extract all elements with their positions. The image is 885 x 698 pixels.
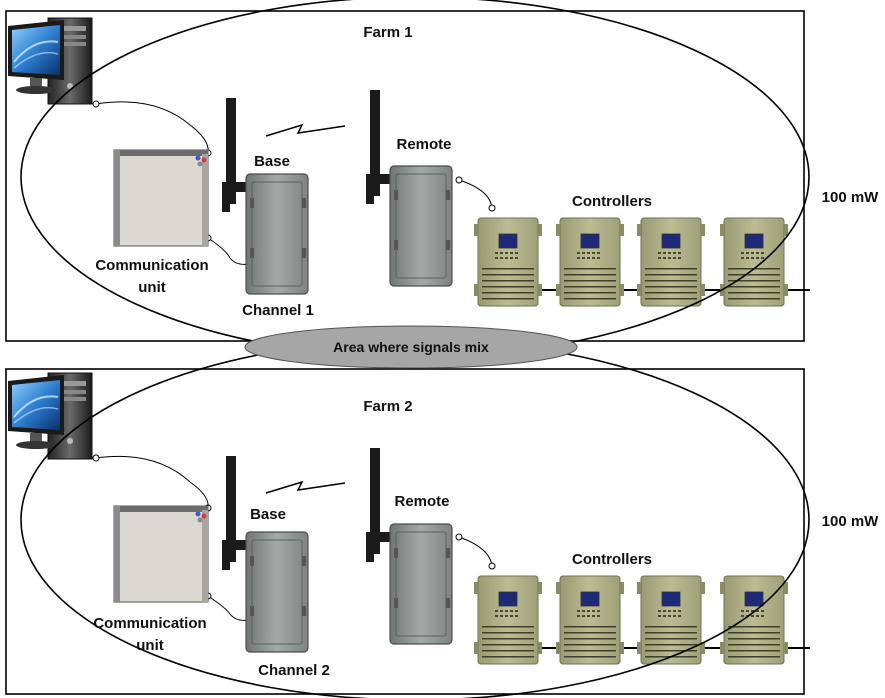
farm-2-base-radio xyxy=(221,455,309,653)
farm-1-controller-1 xyxy=(473,217,543,307)
farm-1-base-label: Base xyxy=(254,153,290,170)
farm-2-base-label: Base xyxy=(250,506,286,523)
farm-2-comm-label-line1: Communication xyxy=(93,615,206,632)
overlap-ellipse xyxy=(244,325,578,369)
farm-2-controller-3 xyxy=(636,575,706,665)
farm-1-wireless-signal-icon xyxy=(265,123,346,137)
farm-2-computer xyxy=(7,372,93,460)
farm-2-link-remote-controllers xyxy=(458,536,493,567)
farm-2-channel-label: Channel 2 xyxy=(258,662,330,679)
farm-2-remote-label: Remote xyxy=(394,493,449,510)
farm-2-wireless-signal-icon xyxy=(265,480,346,494)
farm-1-panel: Farm 1 Base Remote Controllers Communica… xyxy=(5,10,880,342)
farm-1-remote-radio xyxy=(365,89,453,287)
farm-2-link-pc-comm xyxy=(95,455,209,509)
farm-1-power-label: 100 mW xyxy=(822,189,880,206)
farm-2-title: Farm 2 xyxy=(363,398,412,415)
farm-1-controller-4 xyxy=(719,217,789,307)
farm-1-link-comm-base xyxy=(207,237,251,265)
farm-2-remote-radio xyxy=(365,447,453,645)
farm-1-link-pc-comm xyxy=(95,101,209,154)
farm-1-link-remote-controllers xyxy=(458,179,493,209)
farm-2-controller-2 xyxy=(555,575,625,665)
farm-2-comm-label-line2: unit xyxy=(136,637,164,654)
farm-2-power-label: 100 mW xyxy=(822,513,880,530)
farm-2-panel: Farm 2 Base Remote Controllers Communica… xyxy=(5,368,880,695)
farm-2-controllers-label: Controllers xyxy=(572,551,652,568)
farm-1-title: Farm 1 xyxy=(363,24,412,41)
farm-1-comm-label-line2: unit xyxy=(138,279,166,296)
farm-2-controller-1 xyxy=(473,575,543,665)
farm-1-controllers-label: Controllers xyxy=(572,193,652,210)
overlap-label: Area where signals mix xyxy=(333,339,489,355)
farm-1-channel-label: Channel 1 xyxy=(242,302,314,319)
farm-1-comm-label-line1: Communication xyxy=(95,257,208,274)
farm-1-communication-unit xyxy=(113,149,209,247)
farm-1-computer xyxy=(7,17,93,105)
farm-1-controller-2 xyxy=(555,217,625,307)
signal-overlap-area: Area where signals mix xyxy=(244,325,578,369)
farm-2-communication-unit xyxy=(113,505,209,603)
farm-1-controller-3 xyxy=(636,217,706,307)
farm-2-link-comm-base xyxy=(207,595,251,621)
farm-1-remote-label: Remote xyxy=(396,136,451,153)
farm-2-border xyxy=(5,368,805,695)
